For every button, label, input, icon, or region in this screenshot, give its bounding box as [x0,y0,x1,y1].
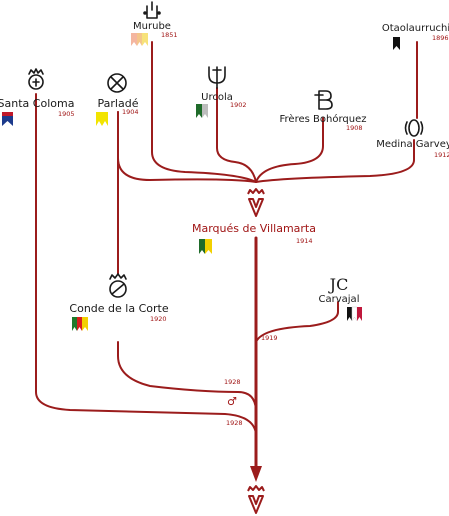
node-freres-bohorquez: Frères Bohórquez 1908 [280,90,367,132]
bohorquez-line [255,117,324,183]
santa-coloma-flag [2,112,13,126]
node-medina-garvey: Medina Garvey 1912 [376,119,449,159]
carvajal-edge-year: 1919 [261,334,278,342]
otaolaurruchi-year: 1896 [432,34,449,42]
bohorquez-year: 1908 [346,124,363,132]
lineage-lines [35,41,418,482]
node-santa-coloma: Santa Coloma 1905 [0,68,75,126]
node-parlade: Parladé 1904 [96,73,139,126]
murube-line [151,41,257,183]
medina-garvey-name: Medina Garvey [376,139,449,150]
urcola-name: Urcola [201,92,233,103]
conde-flag [72,317,88,331]
urcola-flag [196,104,208,118]
carvajal-brand-text-icon: JC [328,275,349,294]
murube-brand-icon [143,1,161,19]
urcola-brand-icon [208,66,226,89]
santa-coloma-name: Santa Coloma [0,97,74,110]
node-urcola: Urcola 1902 [196,66,247,118]
parlade-brand-icon [107,73,127,93]
santa-coloma-edge-year: 1928 [226,419,243,427]
main-arrow-head [250,466,262,482]
otaolaurruchi-name: Otaolaurruchi [382,23,449,34]
santa-coloma-line [35,93,257,435]
murube-name: Murube [133,21,171,32]
carvajal-flag [347,306,362,322]
carvajal-line [255,301,339,343]
murube-flag [131,33,148,46]
villamarta-flag [199,239,212,254]
parlade-flag [96,112,108,126]
bohorquez-name: Frères Bohórquez [280,113,367,125]
node-murube: Murube 1851 [131,1,178,46]
medina-garvey-brand-icon [404,119,424,137]
parlade-name: Parladé [98,97,139,110]
conde-edge-year: 1928 [224,378,241,386]
conde-line [117,341,257,411]
urcola-line [216,87,257,183]
node-carvajal: JC Carvajal [319,275,362,322]
male-symbol-icon: ♂ [227,395,237,408]
santa-coloma-year: 1905 [58,110,75,118]
bohorquez-brand-icon [314,90,333,110]
murube-year: 1851 [161,31,178,39]
node-marques-villamarta: Marqués de Villamarta 1914 [192,222,316,254]
parlade-merge-line [117,111,257,183]
urcola-year: 1902 [230,101,247,109]
node-conde-de-la-corte: Conde de la Corte 1920 [69,273,169,331]
medina-garvey-line [255,139,415,183]
conde-year: 1920 [150,315,167,323]
otaolaurruchi-flag [393,37,400,50]
villamarta-brand-bottom-icon [247,485,265,514]
santa-coloma-brand-icon [28,68,44,90]
carvajal-name: Carvajal [319,294,360,305]
node-otaolaurruchi: Otaolaurruchi 1896 [382,23,449,50]
conde-name: Conde de la Corte [69,302,168,315]
villamarta-year: 1914 [296,237,313,245]
conde-brand-icon [109,273,127,298]
parlade-year: 1904 [122,108,139,116]
villamarta-name: Marqués de Villamarta [192,222,316,235]
villamarta-brand-top-icon [247,188,265,217]
medina-garvey-year: 1912 [434,151,449,159]
